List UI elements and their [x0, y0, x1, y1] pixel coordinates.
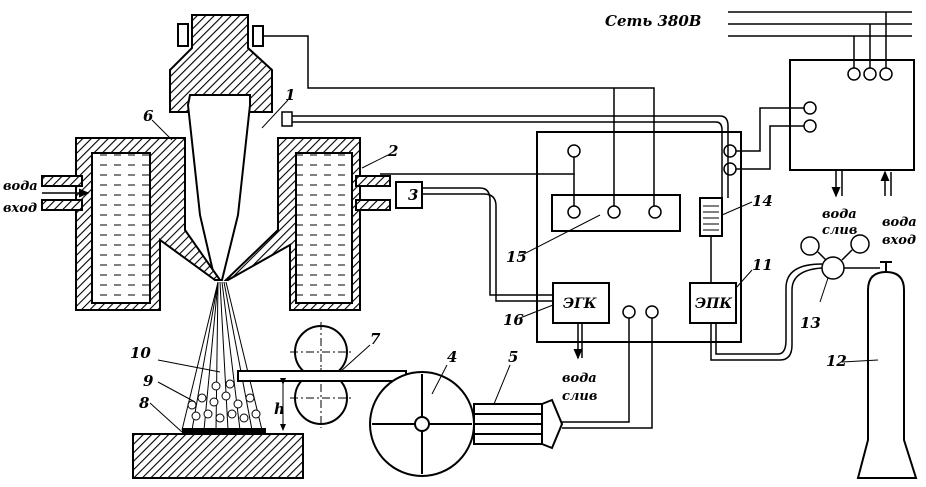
- epk-unit: [689, 282, 737, 324]
- feed-rollers: [294, 325, 348, 425]
- label-14: 14: [752, 192, 773, 210]
- label-water-out-right-1: вода: [822, 207, 857, 222]
- wire-strip: [237, 370, 407, 382]
- label-water-out-mid-2: слив: [562, 389, 597, 404]
- label-water-in-left-2: вход: [3, 201, 37, 216]
- label-network: Сеть 380В: [605, 12, 701, 30]
- label-11: 11: [752, 256, 773, 274]
- valve-3: [395, 181, 423, 209]
- gas-reducer: [800, 234, 880, 280]
- label-5: 5: [508, 348, 518, 366]
- label-7: 7: [370, 330, 381, 348]
- leader-lines: [149, 99, 879, 433]
- label-water-in-right-1: вода: [882, 215, 917, 230]
- water-arrows: [573, 170, 892, 360]
- label-13: 13: [800, 314, 821, 332]
- label-3: 3: [408, 186, 418, 204]
- label-1: 1: [285, 86, 295, 104]
- substrate: [132, 433, 304, 479]
- droplets: [187, 379, 261, 423]
- terminals: [567, 144, 737, 319]
- label-4: 4: [447, 348, 457, 366]
- label-water-in-left-1: вода: [3, 179, 38, 194]
- label-6: 6: [143, 107, 154, 125]
- label-h: h: [274, 400, 285, 418]
- label-water-out-mid-1: вода: [562, 371, 597, 386]
- egk-unit: [552, 282, 610, 324]
- plasma-torch: [169, 14, 273, 281]
- label-15: 15: [506, 248, 527, 266]
- label-epk: ЭПК: [695, 296, 732, 312]
- rotating-disk: [369, 371, 475, 477]
- label-10: 10: [130, 344, 151, 362]
- label-12: 12: [826, 352, 847, 370]
- label-16: 16: [503, 311, 524, 329]
- mains-lines: [728, 11, 912, 68]
- connections: [263, 35, 823, 429]
- motor: [473, 398, 564, 450]
- cooled-chamber: [41, 137, 391, 311]
- label-water-out-right-2: слив: [822, 223, 857, 238]
- gas-cylinder: [856, 261, 918, 479]
- label-9: 9: [143, 372, 154, 390]
- label-water-in-right-2: вход: [882, 233, 916, 248]
- label-2: 2: [387, 142, 398, 160]
- label-egk: ЭГК: [563, 296, 597, 312]
- deposit-layer: [182, 428, 266, 434]
- label-8: 8: [139, 394, 150, 412]
